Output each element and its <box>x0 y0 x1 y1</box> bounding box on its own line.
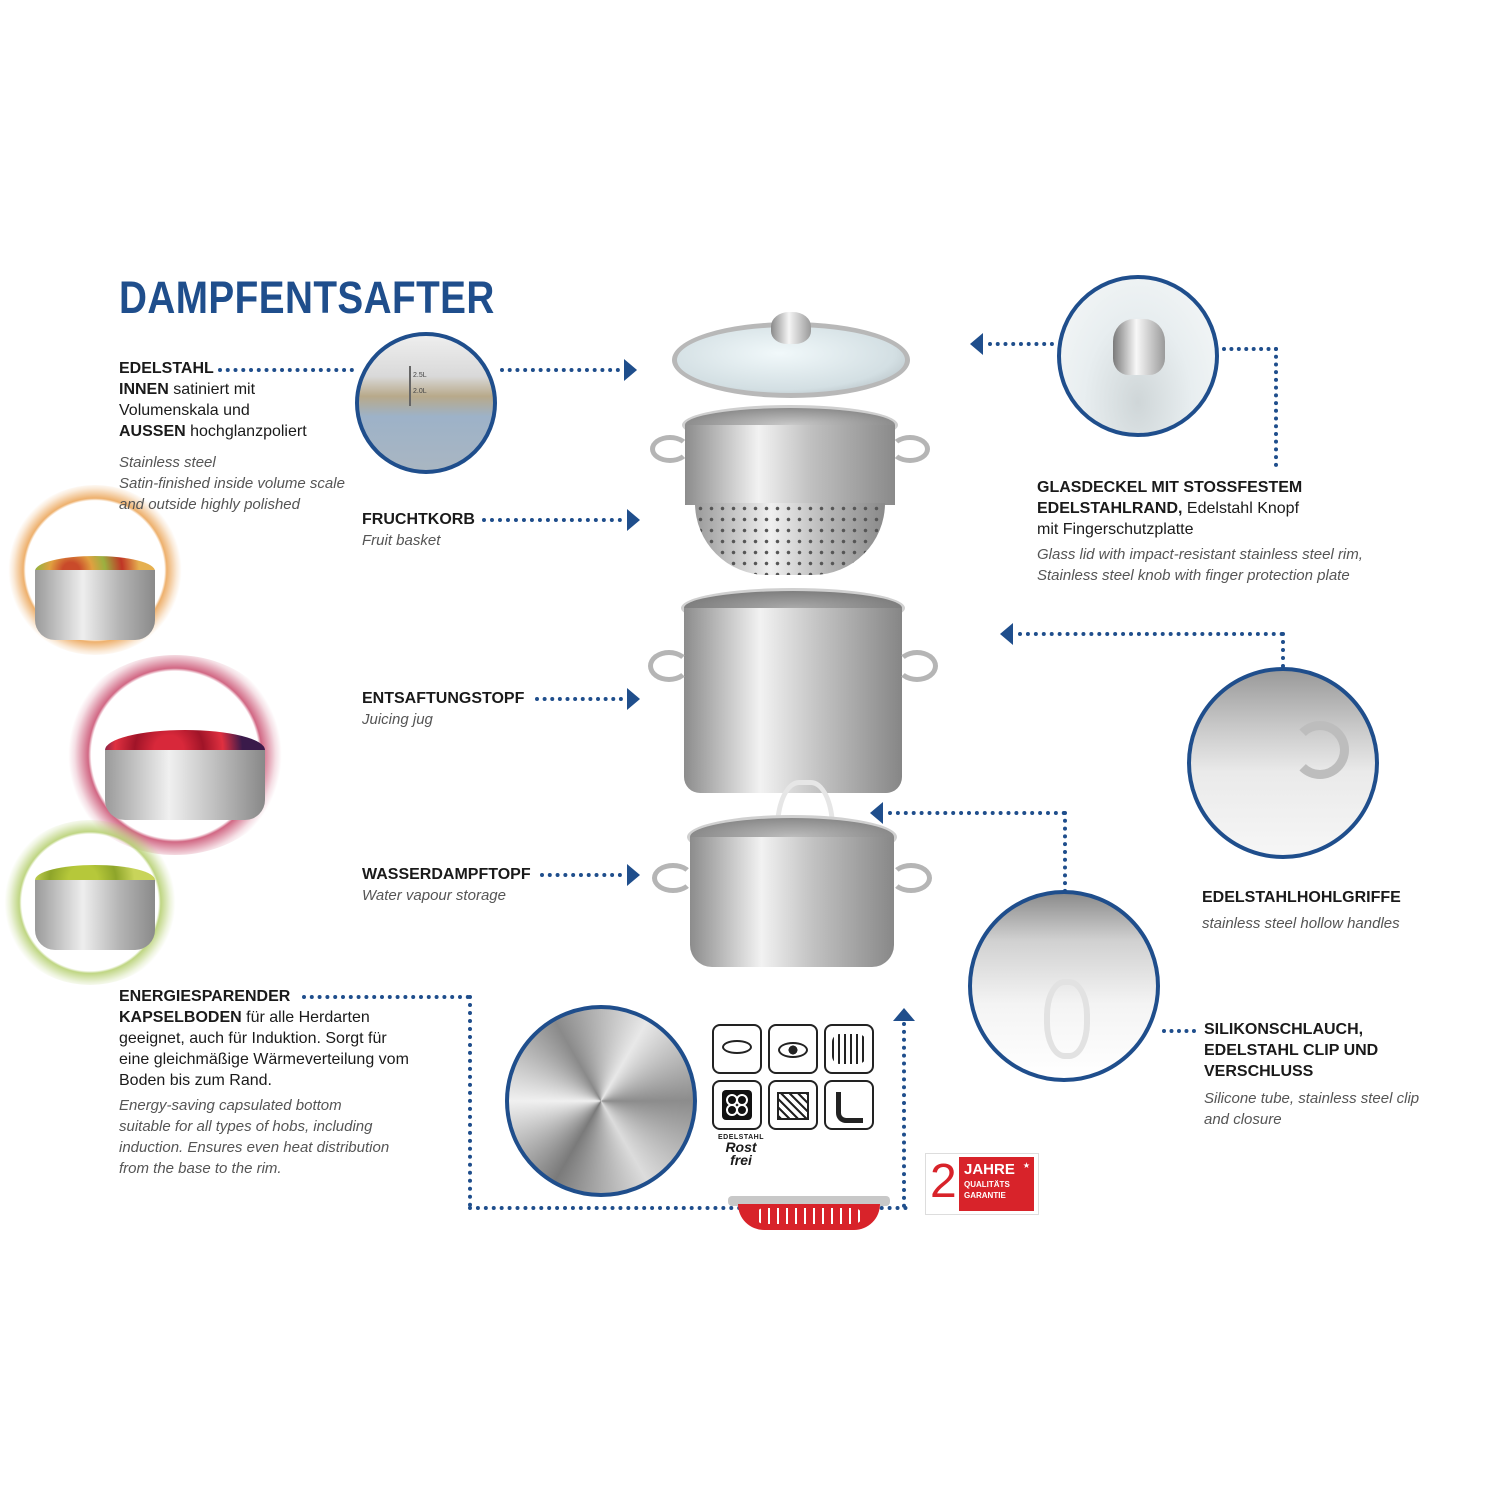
dotted-connector <box>1222 347 1278 351</box>
dotted-connector <box>1018 632 1284 636</box>
dotted-connector <box>902 1022 906 1208</box>
steel-line4-rest: hochglanzpoliert <box>185 423 307 440</box>
rostfrei-line1: Rost <box>725 1139 757 1155</box>
tube-en1: Silicone tube, stainless steel clip <box>1204 1090 1420 1107</box>
arrow-right-icon <box>627 864 640 886</box>
lid-knob-detail-photo <box>1057 275 1219 437</box>
dotted-connector <box>482 518 622 522</box>
steel-line2-rest: satiniert mit <box>168 381 256 398</box>
guarantee-line3: GARANTIE <box>964 1191 1006 1200</box>
lid-line2-rest: Edelstahl Knopf <box>1182 500 1300 517</box>
guarantee-badge: 2 JAHRE QUALITÄTS GARANTIE ★ <box>925 1153 1039 1215</box>
juicing-pot-image <box>648 588 938 803</box>
bottom-line2-rest: für alle Herdarten <box>241 1009 370 1026</box>
pot-with-pears <box>20 855 170 955</box>
water-label: WASSERDAMPFTOPF <box>362 866 531 883</box>
arrow-left-icon <box>970 333 983 355</box>
steel-line2-bold: INNEN <box>119 381 169 398</box>
bottom-en2: suitable for all types of hobs, includin… <box>119 1118 373 1135</box>
tube-line2: EDELSTAHL CLIP UND <box>1204 1042 1379 1059</box>
arrow-up-icon <box>893 1008 915 1021</box>
glass-lid-image <box>672 312 910 402</box>
guarantee-number: 2 <box>930 1155 957 1208</box>
tube-line3: VERSCHLUSS <box>1204 1063 1314 1080</box>
dotted-connector <box>1281 632 1285 668</box>
basket-en: Fruit basket <box>362 532 441 549</box>
dotted-connector <box>888 811 1066 815</box>
dotted-connector <box>1274 347 1278 467</box>
lid-en1: Glass lid with impact-resistant stainles… <box>1037 546 1363 563</box>
dotted-connector <box>218 368 354 372</box>
induction-coil-icon <box>824 1024 874 1074</box>
tube-en2: and closure <box>1204 1111 1282 1128</box>
fruit-basket-image <box>650 405 930 580</box>
steel-en3: and outside highly polished <box>119 496 300 513</box>
lid-line1: GLASDECKEL MIT STOSSFESTEM <box>1037 479 1303 496</box>
water-vapour-pot-image <box>652 815 932 975</box>
bottom-line4: eine gleichmäßige Wärmeverteilung vom <box>119 1051 409 1068</box>
gas-flame-icon <box>768 1024 818 1074</box>
bottom-description: ENERGIESPARENDER KAPSELBODEN für alle He… <box>119 986 439 1179</box>
pot-with-apples <box>20 548 170 648</box>
arrow-left-icon <box>1000 623 1013 645</box>
steel-description: EDELSTAHL INNEN satiniert mit Volumenska… <box>119 358 379 515</box>
bottom-en3: induction. Ensures even heat distributio… <box>119 1139 390 1156</box>
hollow-handle-detail-photo <box>1187 667 1379 859</box>
rostfrei-line2: frei <box>730 1152 752 1168</box>
dotted-connector <box>1063 811 1067 893</box>
inside-steel-detail-photo: 2.5L 2.0L <box>355 332 497 474</box>
pan-profile-icon <box>824 1080 874 1130</box>
bottom-line3: geeignet, auch für Induktion. Sorgt für <box>119 1030 387 1047</box>
rostfrei-top: EDELSTAHL <box>718 1134 764 1141</box>
dotted-connector <box>468 1206 908 1210</box>
guarantee-line2: QUALITÄTS <box>964 1180 1010 1189</box>
arrow-left-icon <box>870 802 883 824</box>
dotted-connector <box>1162 1029 1196 1033</box>
induction-bottom-image <box>728 1196 890 1236</box>
bottom-en4: from the base to the rim. <box>119 1160 282 1177</box>
handles-en: stainless steel hollow handles <box>1202 915 1400 932</box>
lid-line2-bold: EDELSTAHLRAND, <box>1037 500 1183 517</box>
water-en: Water vapour storage <box>362 887 506 904</box>
bottom-line2-bold: KAPSELBODEN <box>119 1009 242 1026</box>
tube-description: SILIKONSCHLAUCH, EDELSTAHL CLIP UND VERS… <box>1204 1019 1464 1130</box>
steel-en1: Stainless steel <box>119 454 216 471</box>
page-title: DAMPFENTSAFTER <box>119 272 495 323</box>
steel-line4-bold: AUSSEN <box>119 423 186 440</box>
capsule-bottom-detail-photo <box>505 1005 697 1197</box>
arrow-right-icon <box>624 359 637 381</box>
tube-line1: SILIKONSCHLAUCH, <box>1204 1021 1364 1038</box>
ceramic-hob-icon <box>712 1080 762 1130</box>
silicone-tube-detail-photo <box>968 890 1160 1082</box>
arrow-right-icon <box>627 688 640 710</box>
steel-line3: Volumenskala und <box>119 402 250 419</box>
gas-hob-icon <box>712 1024 762 1074</box>
jug-label: ENTSAFTUNGSTOPF <box>362 690 525 707</box>
dotted-connector <box>302 995 470 999</box>
handles-label: EDELSTAHLHOHLGRIFFE <box>1202 889 1401 906</box>
arrow-right-icon <box>627 509 640 531</box>
jug-en: Juicing jug <box>362 711 433 728</box>
pot-with-berries <box>95 700 275 830</box>
dotted-connector <box>500 368 620 372</box>
basket-label: FRUCHTKORB <box>362 511 475 528</box>
dishwasher-icon <box>768 1080 818 1130</box>
dotted-connector <box>540 873 622 877</box>
lid-description: GLASDECKEL MIT STOSSFESTEM EDELSTAHLRAND… <box>1037 477 1367 586</box>
bottom-line5: Boden bis zum Rand. <box>119 1072 272 1089</box>
lid-en2: Stainless steel knob with finger protect… <box>1037 567 1350 584</box>
guarantee-line1: JAHRE <box>964 1161 1015 1178</box>
dotted-connector <box>988 342 1054 346</box>
steel-line1: EDELSTAHL <box>119 360 214 377</box>
bottom-line1: ENERGIESPARENDER <box>119 988 291 1005</box>
rostfrei-badge: EDELSTAHL Rost frei <box>712 1134 770 1174</box>
star-icon: ★ <box>1022 1161 1030 1170</box>
dotted-connector <box>535 697 623 701</box>
steel-en2: Satin-finished inside volume scale <box>119 475 345 492</box>
lid-line3: mit Fingerschutzplatte <box>1037 521 1194 538</box>
bottom-en1: Energy-saving capsulated bottom <box>119 1097 342 1114</box>
dotted-connector <box>468 995 472 1207</box>
